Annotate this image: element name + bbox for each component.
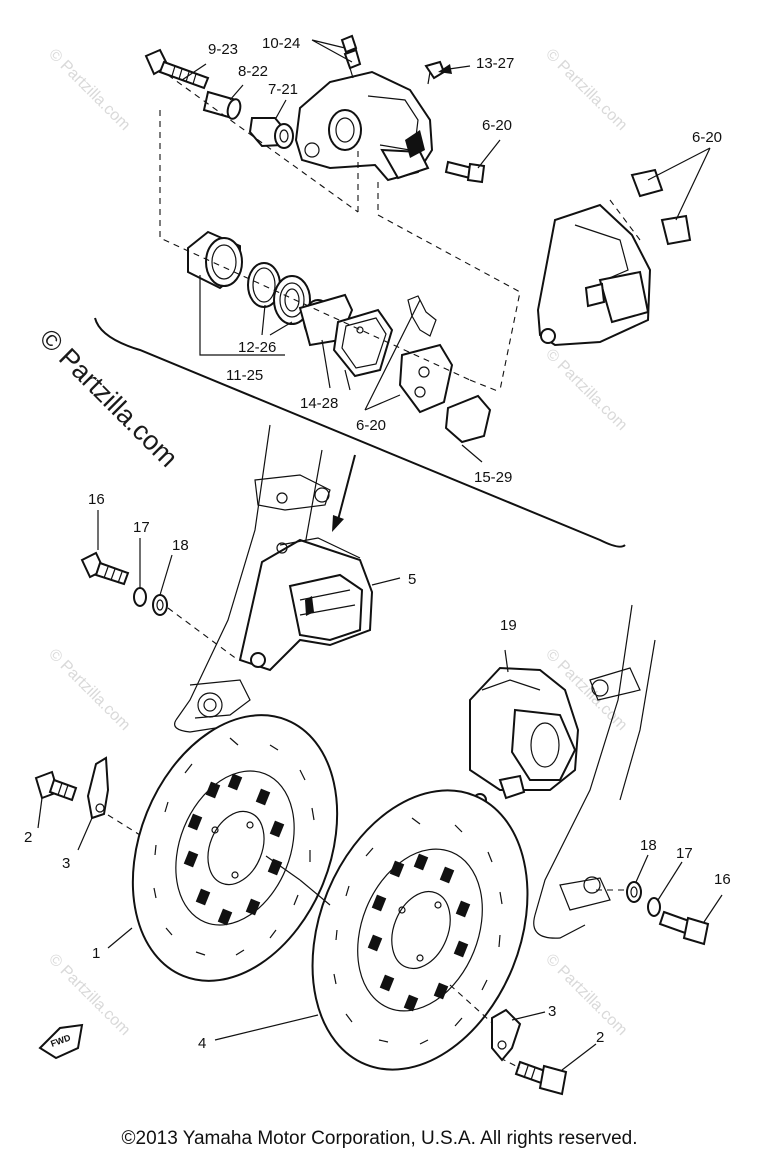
caliper-body <box>294 70 434 182</box>
boot-7-21 <box>248 117 294 149</box>
callout: 18 <box>172 537 189 554</box>
callout: 3 <box>548 1003 556 1020</box>
clip-13-27 <box>424 60 446 85</box>
brake-disc-4 <box>214 789 529 1071</box>
caliper-half-right <box>536 168 692 347</box>
callout: 10-24 <box>262 35 300 52</box>
callout: 7-21 <box>268 81 298 98</box>
bolt-2-left <box>34 770 78 829</box>
brake-disc-1 <box>107 714 339 982</box>
callout: 18 <box>640 837 657 854</box>
piston-11-25 <box>187 230 243 290</box>
callout: 8-22 <box>238 63 268 80</box>
callout: 13-27 <box>476 55 514 72</box>
callout: 4 <box>198 1035 206 1052</box>
assembly-arrow <box>337 454 356 521</box>
watermark: © Partzilla.com <box>45 46 133 134</box>
callout: 1 <box>92 945 100 962</box>
washer-17-right <box>647 861 683 917</box>
callout: 9-23 <box>208 41 238 58</box>
brake-pad-left <box>332 308 394 378</box>
callout: 11-25 <box>226 367 263 384</box>
caliper-assembly-5 <box>238 537 401 672</box>
callout: 12-26 <box>238 339 276 356</box>
seals-12-26 <box>247 262 311 325</box>
bolt-16-left <box>80 510 130 586</box>
watermark: © Partzilla.com <box>542 46 630 134</box>
copyright-notice: ©2013 Yamaha Motor Corporation, U.S.A. A… <box>121 1128 638 1149</box>
watermark-large: © Partzilla.com <box>34 323 184 473</box>
washer-17-left <box>133 538 147 607</box>
callout: 6-20 <box>356 417 386 434</box>
callout: 15-29 <box>474 469 512 486</box>
forward-direction-symbol: FWD <box>38 1023 84 1060</box>
left-fork-leg <box>174 424 331 733</box>
bolt-2-right <box>514 1043 597 1096</box>
assembly-bracket-curve <box>94 317 626 548</box>
callout: 14-28 <box>300 395 338 412</box>
callout: 17 <box>133 519 150 536</box>
screw-6-20 <box>444 160 486 184</box>
lock-washer-3-left <box>77 756 110 851</box>
callout: 16 <box>714 871 731 888</box>
callout: 3 <box>62 855 70 872</box>
callout: 17 <box>676 845 693 862</box>
washer-18-right <box>626 854 649 903</box>
callouts: 9-23 10-24 8-22 7-21 13-27 6-20 6-20 12-… <box>24 35 731 1052</box>
callout: 2 <box>596 1029 604 1046</box>
bolt-16-right <box>658 894 723 946</box>
callout: 19 <box>500 617 517 634</box>
watermark: © Partzilla.com <box>45 951 133 1039</box>
callout: 2 <box>24 829 32 846</box>
callout: 16 <box>88 491 105 508</box>
lock-washer-3-right <box>491 1008 546 1062</box>
brake-pad-right <box>398 295 454 414</box>
washer-18-left <box>152 554 173 616</box>
watermark: © Partzilla.com <box>542 346 630 434</box>
callout: 5 <box>408 571 416 588</box>
shim-15-29 <box>444 394 492 444</box>
exploded-caliper-assembly <box>144 34 711 463</box>
sleeve-8-22 <box>202 90 242 120</box>
callout: 6-20 <box>692 129 722 146</box>
arrow-head <box>332 515 344 532</box>
callout: 6-20 <box>482 117 512 134</box>
right-fork-leg <box>533 604 656 939</box>
watermark: © Partzilla.com <box>45 646 133 734</box>
bleed-screw-10-24 <box>340 34 362 79</box>
watermark: © Partzilla.com <box>542 951 630 1039</box>
